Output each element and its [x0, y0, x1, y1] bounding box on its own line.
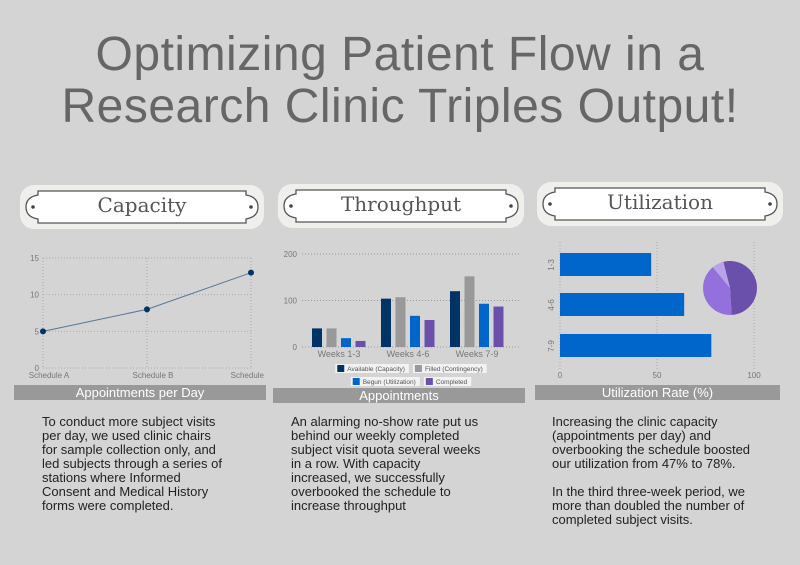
legend-label: Available (Capacity)	[347, 366, 405, 373]
bar	[464, 276, 475, 347]
y-tick-label: 10	[30, 291, 39, 300]
data-point	[144, 306, 150, 313]
bar	[381, 298, 391, 347]
utilization-banner: Utilization	[535, 180, 785, 228]
legend-item	[412, 364, 487, 373]
y-tick-label: 100	[284, 297, 298, 306]
bar	[560, 253, 652, 276]
y-tick-label: 0	[35, 364, 40, 373]
utilization-caption: Utilization Rate (%)	[535, 385, 780, 400]
banner-dot-icon	[509, 204, 513, 208]
data-line	[42, 272, 252, 332]
legend-swatch	[352, 378, 360, 385]
legend-swatch	[337, 365, 345, 372]
bar	[479, 303, 489, 347]
bar	[395, 297, 406, 347]
legend-label: Begun (Utilization)	[363, 379, 416, 386]
throughput-text: An alarming no-show rate put us behind o…	[291, 414, 481, 513]
x-tick-label: Weeks 1-3	[318, 349, 361, 359]
x-tick-label: Schedule	[231, 371, 265, 380]
y-tick-label: 200	[284, 250, 298, 259]
legend-item	[423, 377, 472, 386]
data-point	[248, 269, 254, 276]
throughput-heading: Throughput	[340, 192, 462, 216]
bar	[326, 328, 337, 347]
y-tick-label: 1-3	[547, 259, 556, 271]
legend-label: Filled (Contingency)	[425, 366, 483, 373]
capacity-heading: Capacity	[97, 193, 187, 217]
legend-label: Completed	[436, 379, 468, 386]
pie-slice	[712, 261, 730, 288]
capacity-text: To conduct more subject visits per day, …	[42, 414, 222, 513]
banner-plaque	[25, 190, 259, 224]
legend-swatch	[414, 365, 422, 372]
banner-plaque	[283, 189, 519, 223]
capacity-caption: Appointments per Day	[14, 385, 266, 400]
x-tick-label: Weeks 4-6	[387, 349, 430, 359]
pie-slice	[723, 261, 757, 315]
y-tick-label: 4-6	[547, 299, 556, 311]
pie-slice	[703, 267, 732, 315]
bar	[560, 293, 685, 316]
x-tick-label: 50	[653, 371, 662, 380]
capacity-banner: Capacity	[18, 183, 266, 231]
banner-dot-icon	[289, 204, 293, 208]
bar	[410, 315, 420, 347]
bar	[312, 328, 322, 347]
x-tick-label: 100	[747, 371, 761, 380]
y-tick-label: 5	[35, 327, 40, 336]
banner-dot-icon	[31, 205, 35, 209]
bar	[355, 340, 366, 347]
banner-dot-icon	[249, 205, 253, 209]
x-tick-label: Schedule B	[133, 371, 174, 380]
y-tick-label: 15	[30, 254, 39, 263]
banner-frame	[278, 184, 524, 228]
x-tick-label: Schedule A	[29, 371, 70, 380]
x-tick-label: Weeks 7-9	[456, 349, 499, 359]
page-title-line-2: Research Clinic Triples Output!	[61, 80, 739, 133]
banner-dot-icon	[768, 202, 772, 206]
utilization-heading: Utilization	[607, 190, 713, 214]
x-tick-label: 0	[558, 371, 563, 380]
throughput-banner: Throughput	[276, 182, 526, 230]
utilization-text: Increasing the clinic capacity (appointm…	[552, 414, 751, 527]
legend-swatch	[425, 378, 433, 385]
throughput-caption: Appointments	[273, 388, 525, 403]
y-tick-label: 0	[293, 343, 298, 352]
banner-dot-icon	[548, 202, 552, 206]
bar	[424, 320, 435, 347]
bar	[560, 334, 712, 357]
page-title-line-1: Optimizing Patient Flow in a	[95, 28, 705, 81]
y-tick-label: 7-9	[547, 340, 556, 352]
banner-frame	[537, 182, 783, 226]
legend-item	[335, 364, 409, 373]
banner-frame	[20, 185, 264, 229]
data-point	[40, 328, 46, 335]
legend-item	[350, 377, 420, 386]
bar	[493, 306, 504, 347]
bar	[450, 291, 460, 347]
banner-plaque	[542, 187, 778, 221]
bar	[341, 338, 351, 347]
